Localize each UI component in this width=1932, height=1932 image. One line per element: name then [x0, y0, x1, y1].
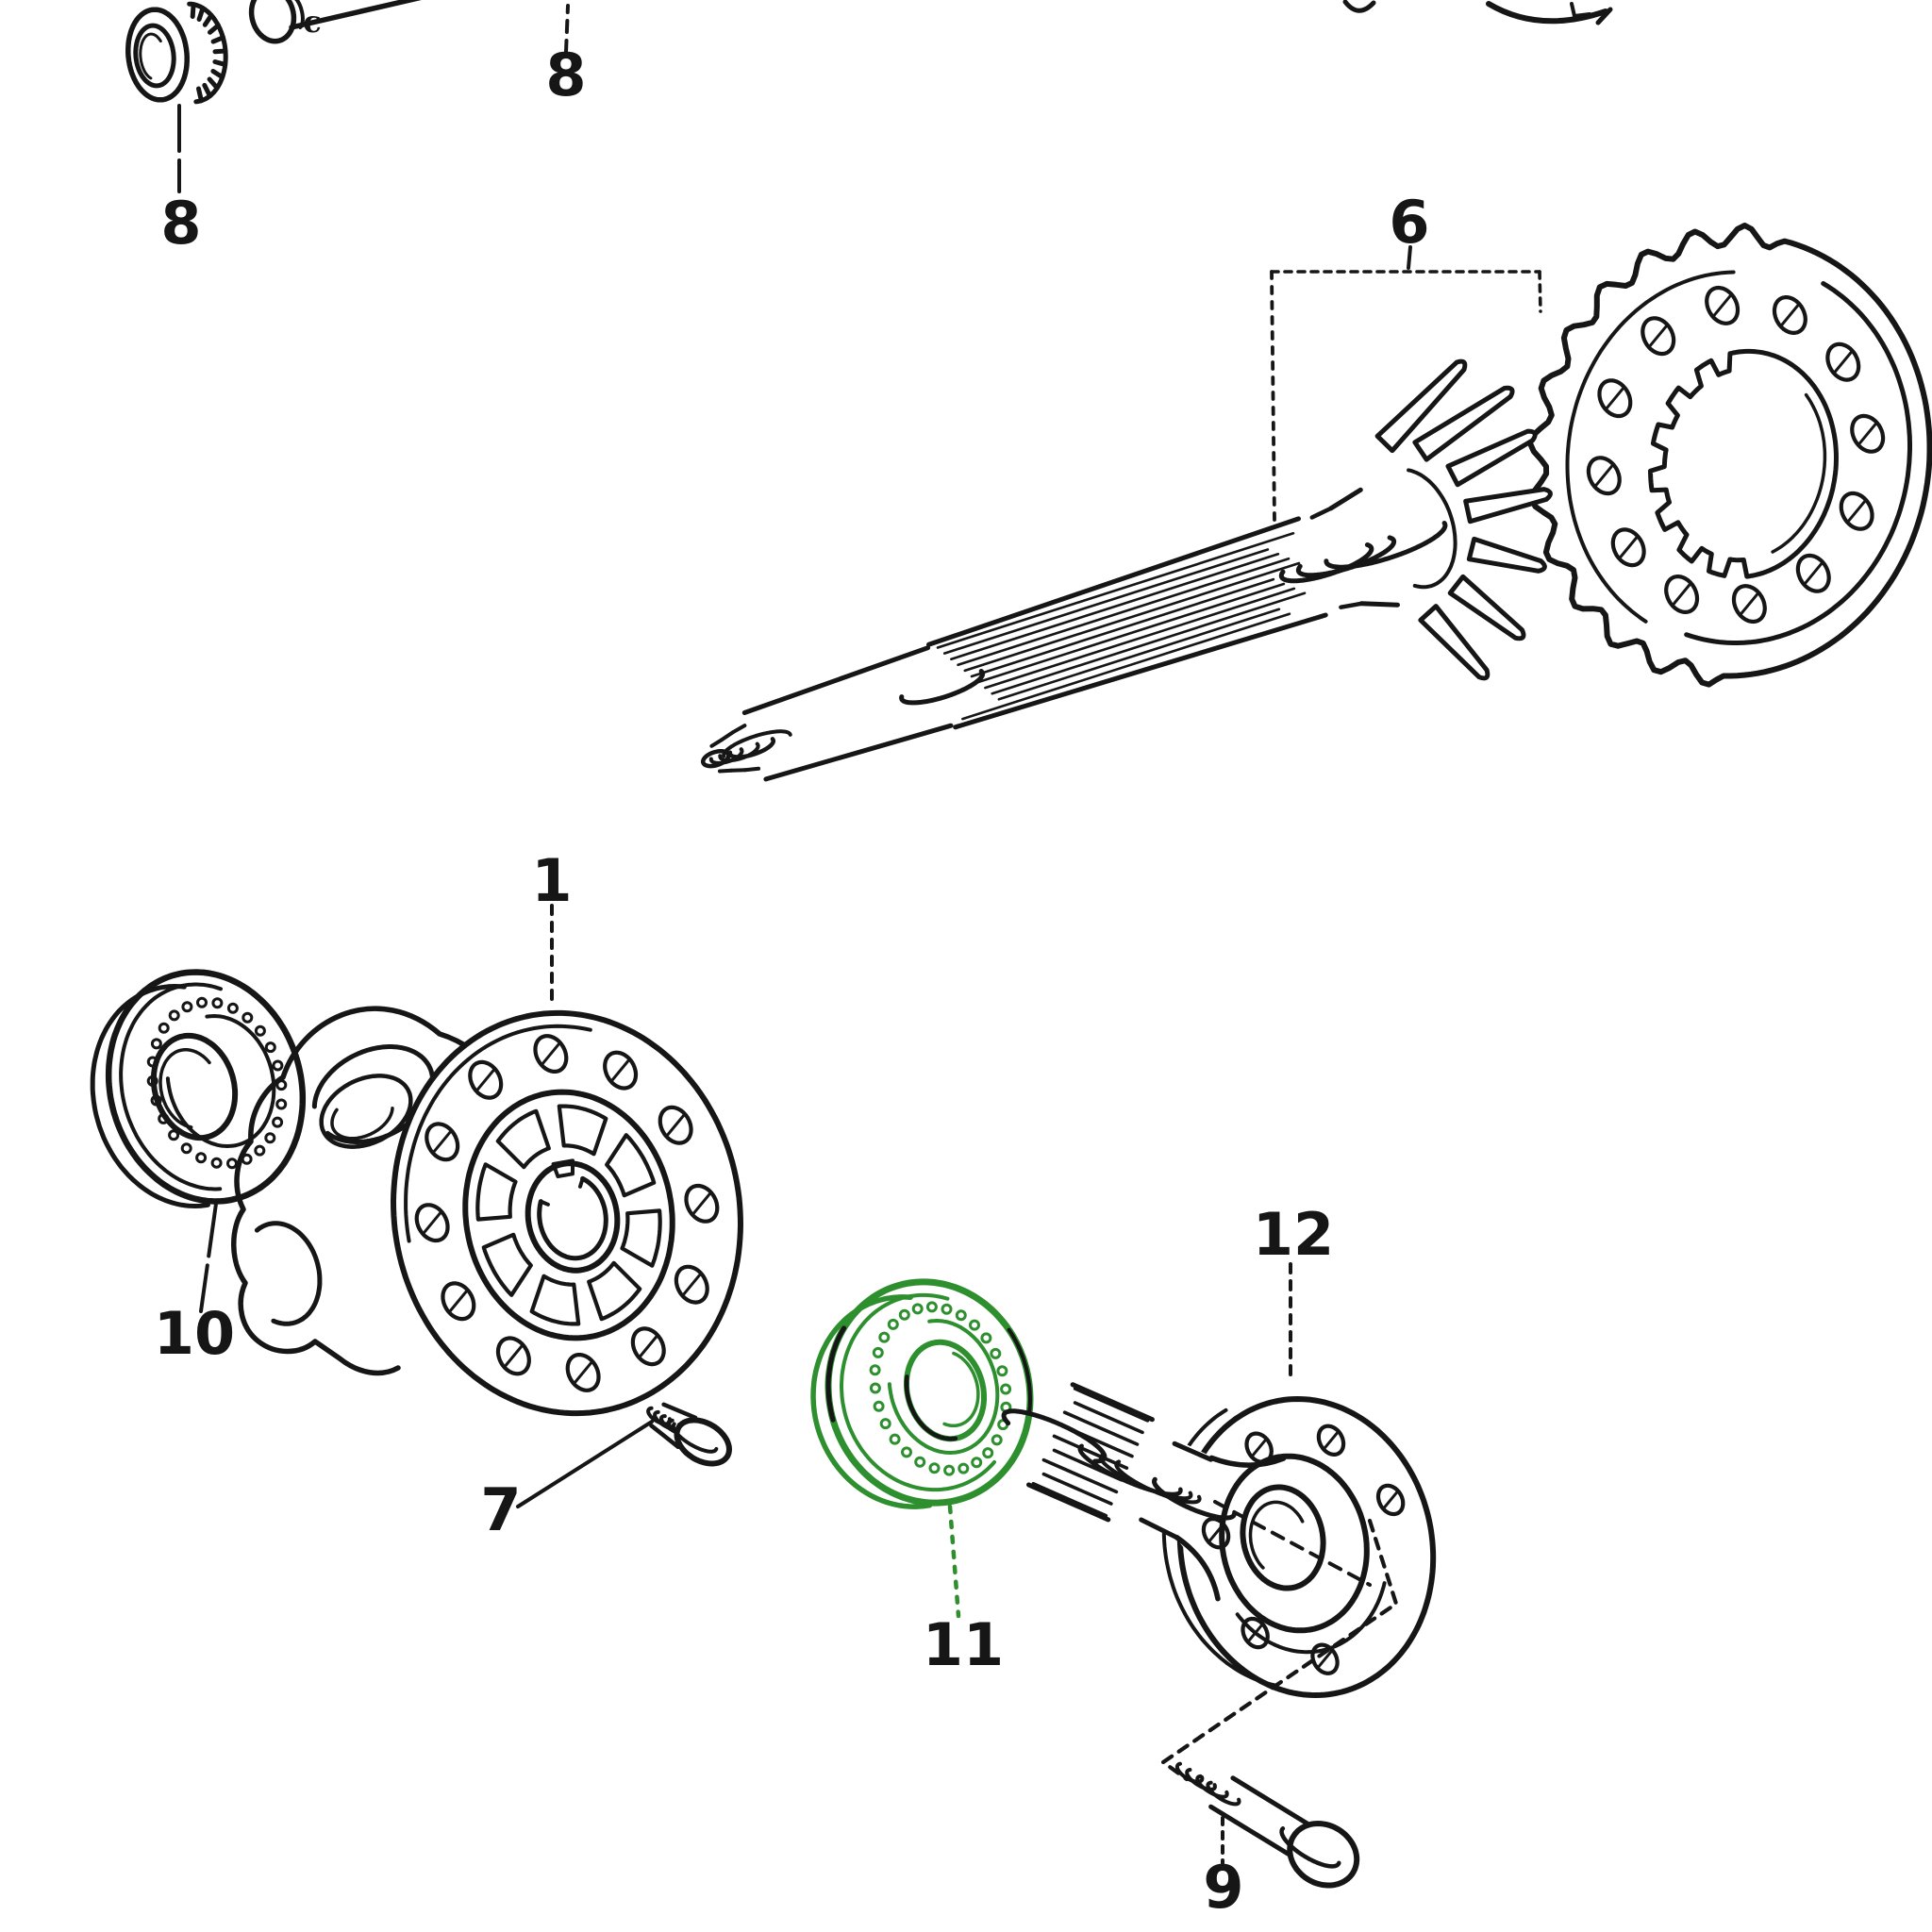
diff-case-1 [231, 1006, 508, 1376]
side-bearing-11-highlighted[interactable] [810, 1278, 1034, 1619]
flange-bolt-9 [1174, 1761, 1360, 1889]
part-label-12[interactable]: 12 [1253, 1200, 1334, 1269]
part-label-8-sleeve[interactable]: 8 [545, 41, 586, 109]
diff-flange-1 [391, 904, 743, 1417]
part-label-6[interactable]: 6 [1389, 188, 1429, 257]
bracket-6 [1270, 245, 1542, 523]
pinion-shaft-6 [700, 358, 1553, 782]
part-label-1[interactable]: 1 [531, 846, 572, 915]
part-label-11[interactable]: 11 [923, 1610, 1004, 1679]
part-label-10[interactable]: 10 [154, 1299, 235, 1368]
part-label-7[interactable]: 7 [480, 1475, 521, 1544]
pinion-bearing-8 [125, 1, 228, 193]
side-bearing-10 [90, 969, 307, 1313]
ring-gear-6 [1527, 223, 1932, 688]
spacer-sleeve-8: c [248, 0, 570, 54]
stub-axle-12 [1001, 1262, 1437, 1698]
part-label-8-bearing[interactable]: 8 [160, 189, 201, 258]
pointer-chevron [1160, 1518, 1399, 1782]
ring-gear-bolt-7 [516, 1402, 732, 1508]
callout-labels: 8 8 6 1 10 7 11 12 9 [154, 41, 1430, 1922]
cropped-parts-top-edge [1342, 0, 1613, 25]
part-label-9[interactable]: 9 [1203, 1853, 1243, 1922]
